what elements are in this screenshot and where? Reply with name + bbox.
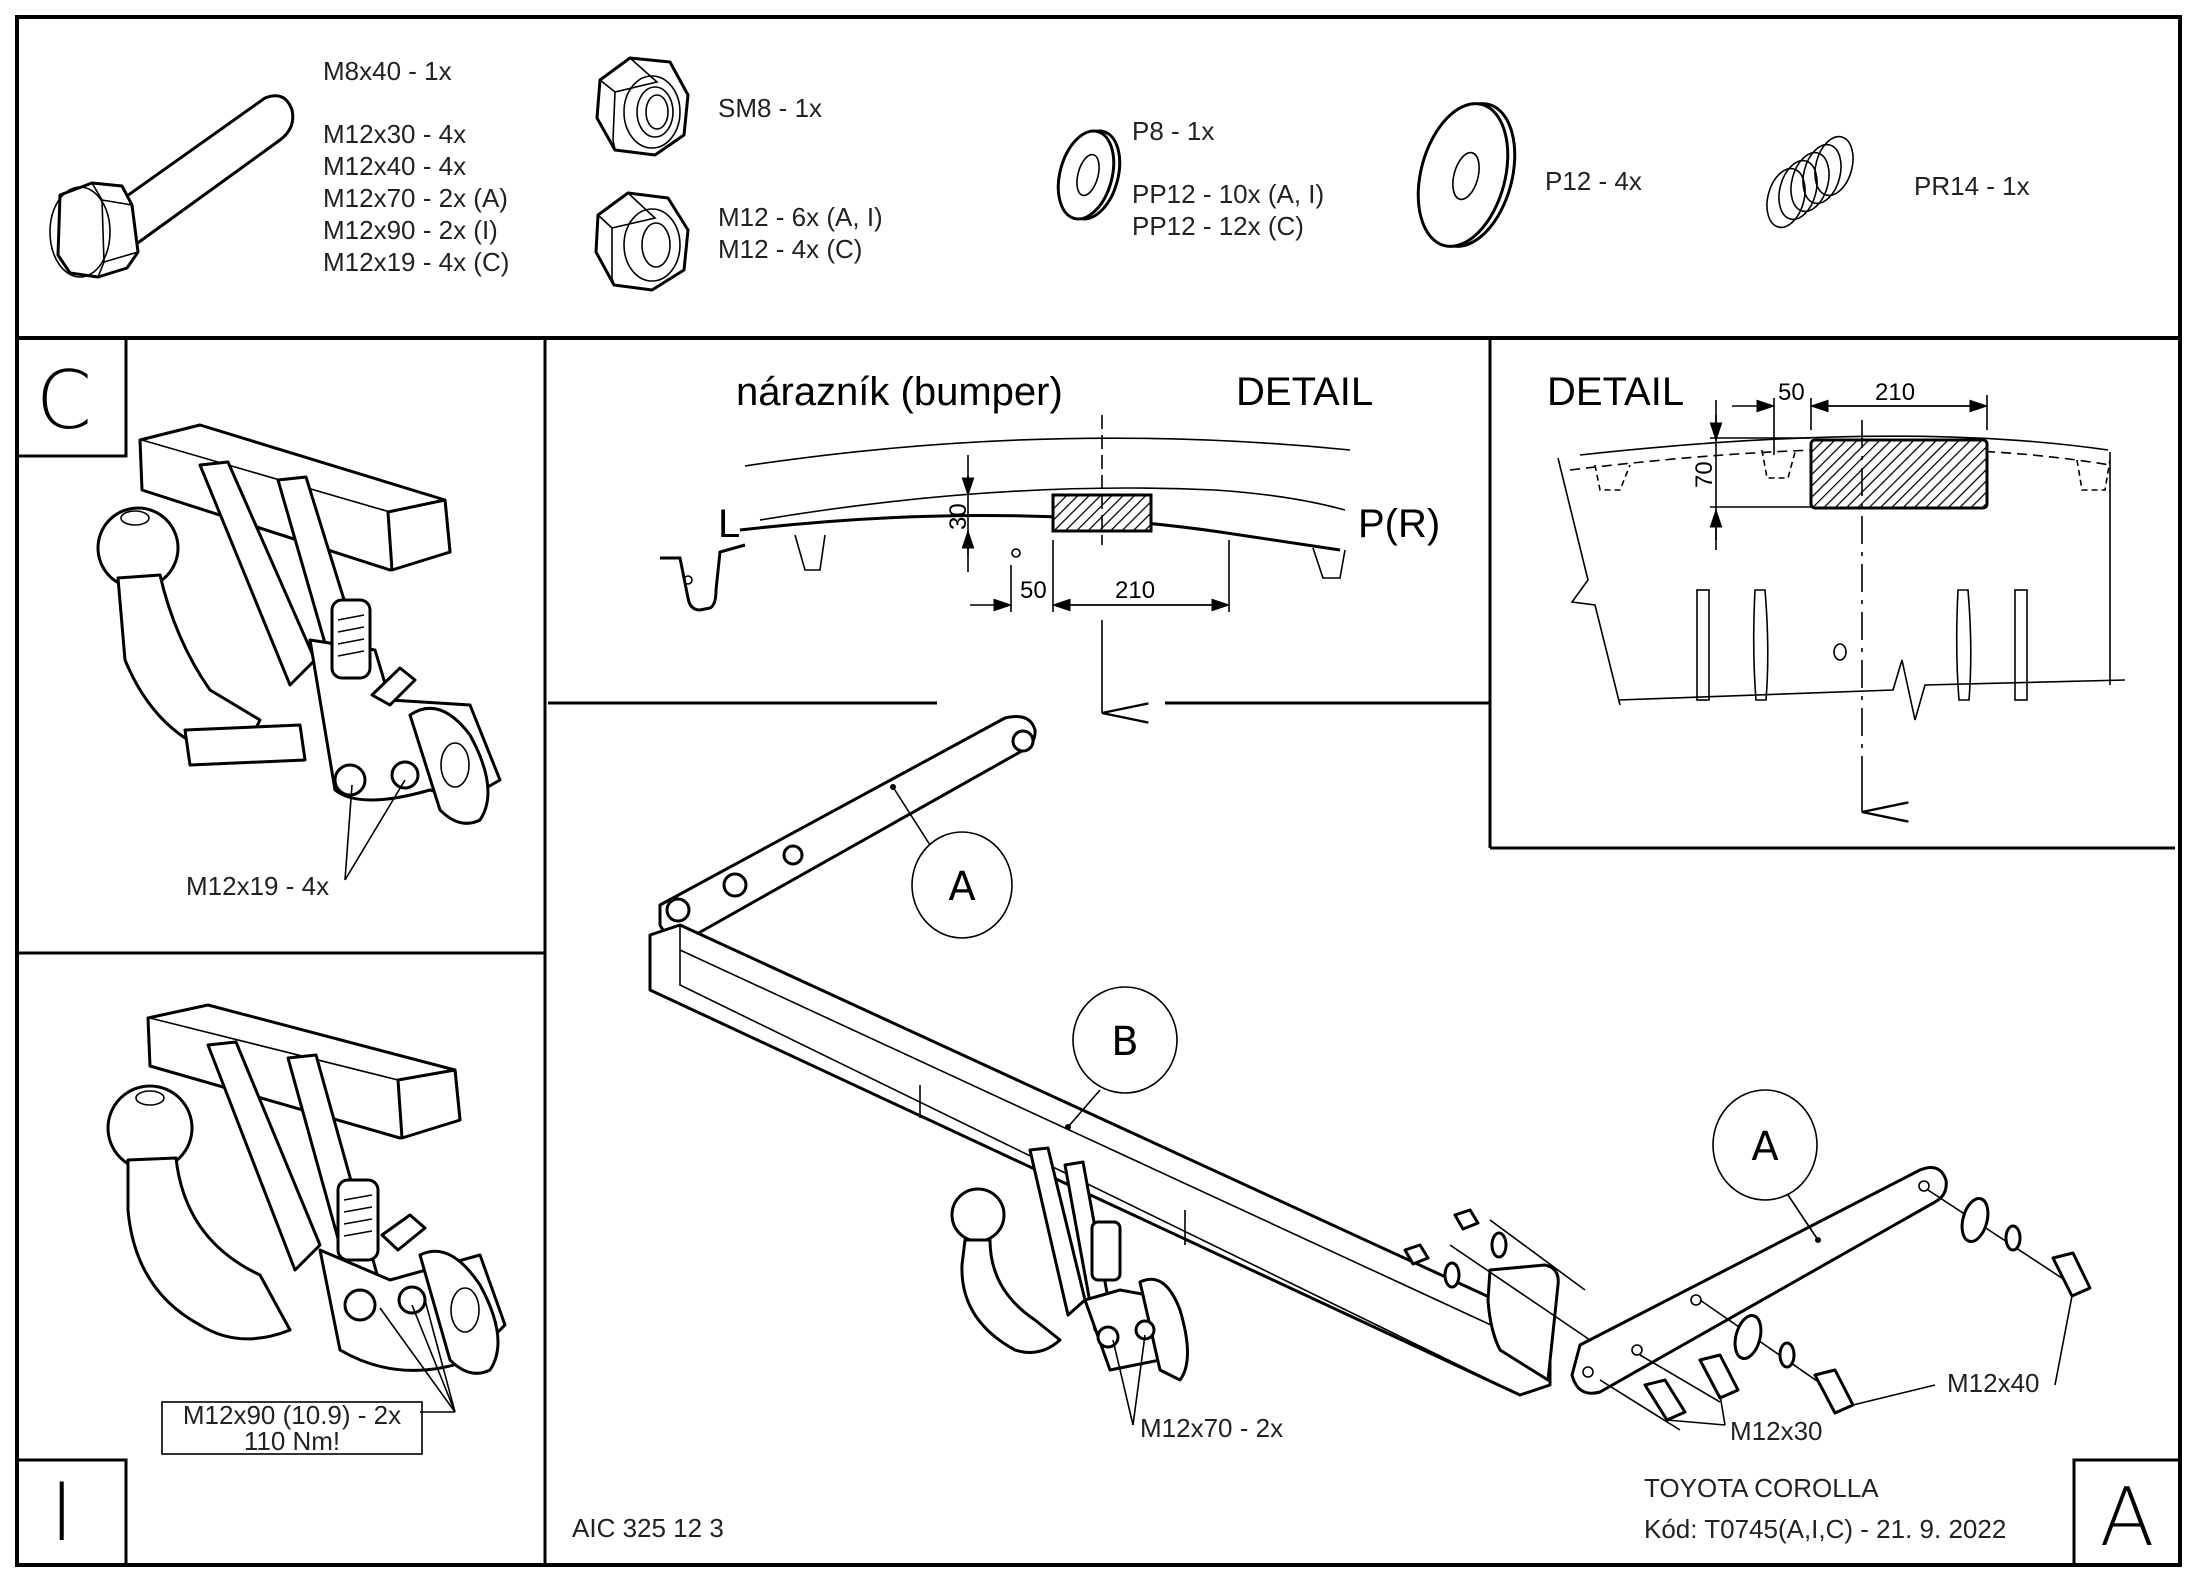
bolt-spec-6: M12x19 - 4x (C) [323,247,509,277]
balloon-a-right: A [1712,1089,1821,1243]
panel-c-letter: C [36,354,92,447]
hex-nut-icon [594,191,690,292]
towbar-fixed-neck-illustration [96,423,502,825]
bolt-spec-3: M12x40 - 4x [323,151,466,181]
nut-spec-1: M12 - 6x (A, I) [718,202,883,232]
drawing-number: AIC 325 12 3 [572,1513,724,1543]
nut-spec-2: M12 - 4x (C) [718,234,862,264]
towbar-detachable-illustration [106,1003,507,1375]
bolt-spec-1: M8x40 - 1x [323,56,452,86]
bumper-dim-offset: 50 [1020,577,1047,604]
parts-list: M8x40 - 1x M12x30 - 4x M12x40 - 4x M12x7… [49,56,2030,292]
callout-m12x30: M12x30 [1730,1416,1823,1446]
product-code: Kód: T0745(A,I,C) - 21. 9. 2022 [1644,1514,2006,1544]
balloon-b: B [1065,986,1178,1130]
bumper-detail: nárazník (bumper) DETAIL L P(R) 30 50 21… [660,370,1440,713]
panel-c: C M12x19 - 4x [15,336,502,901]
bumper-title: nárazník (bumper) [736,370,1063,414]
callout-m12x40: M12x40 [1947,1368,2040,1398]
vehicle-name: TOYOTA COROLLA [1644,1473,1879,1503]
drawing-frame [15,15,2182,1567]
panel-i-callout-spec: M12x90 (10.9) - 2x [183,1400,401,1430]
washer-icon [1056,129,1122,221]
panel-i-letter: I [50,1466,74,1559]
bolt-spec-2: M12x30 - 4x [323,119,466,149]
panel-i: I M12x90 (10.9) - 2x 110 Nm! [15,1003,507,1567]
callout-m12x70: M12x70 - 2x [1140,1413,1283,1443]
bolt-spec-4: M12x70 - 2x (A) [323,183,508,213]
balloon-a-top-label: A [948,864,976,910]
bumper-dim-height: 30 [945,503,972,530]
bumper-right-label: P(R) [1358,502,1440,546]
side-detail: DETAIL 70 50 210 [1547,370,2126,812]
spring-spec: PR14 - 1x [1914,171,2030,201]
title-block: AIC 325 12 3 TOYOTA COROLLA Kód: T0745(A… [572,1458,2182,1567]
bumper-detail-label: DETAIL [1236,370,1373,414]
washer-spec-3: PP12 - 12x (C) [1132,211,1304,241]
bolt-spec-5: M12x90 - 2x (I) [323,215,498,245]
balloon-a-right-label: A [1751,1124,1779,1170]
balloon-a-top: A [890,784,1013,939]
washer-spec-1: P8 - 1x [1132,116,1214,146]
washer-spec-2: PP12 - 10x (A, I) [1132,179,1324,209]
side-dim-width: 210 [1875,379,1915,406]
panel-i-callout-torque: 110 Nm! [244,1426,340,1456]
locknut-spec: SM8 - 1x [718,93,822,123]
bumper-dim-width: 210 [1115,577,1155,604]
panel-a-letter: A [2100,1471,2155,1564]
lock-nut-icon [595,56,690,157]
side-dim-height: 70 [1691,461,1718,488]
spring-icon [1766,135,1854,229]
panel-c-callout: M12x19 - 4x [186,871,329,901]
main-assembly [648,715,2092,1431]
large-washer-spec: P12 - 4x [1545,166,1642,196]
bumper-left-label: L [718,502,740,546]
large-washer-icon [1416,102,1517,248]
side-detail-label: DETAIL [1547,370,1684,414]
balloon-b-label: B [1111,1019,1138,1065]
hex-bolt-icon [49,94,295,279]
side-dim-offset: 50 [1778,379,1805,406]
